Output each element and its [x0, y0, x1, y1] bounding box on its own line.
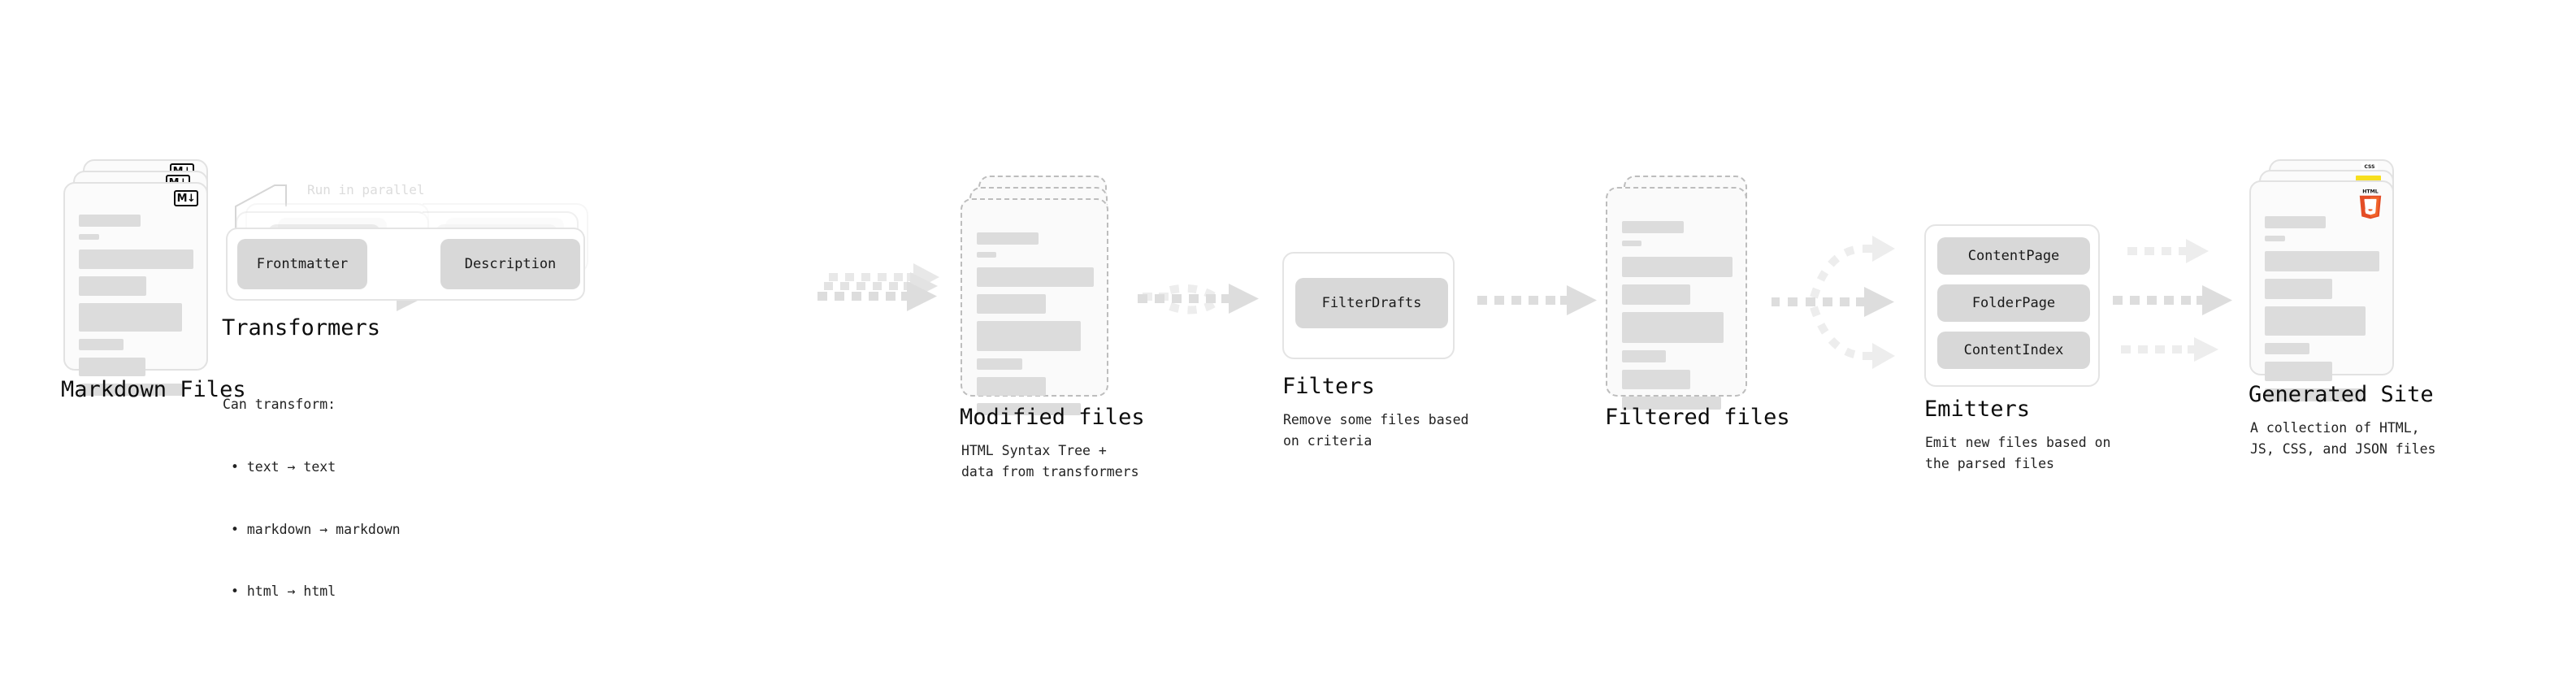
- emitters-pill-folderpage-label: FolderPage: [1971, 295, 2056, 311]
- transformers-subtitle-line: Can transform:: [223, 397, 336, 413]
- transformer-pill-frontmatter[interactable]: Frontmatter: [237, 239, 367, 289]
- transformers-bullet: • markdown → markdown: [231, 521, 401, 537]
- connector-modified-to-filters: [1138, 284, 1259, 314]
- generated-site-file-stack: CSS HTML: [2249, 159, 2420, 401]
- transformers-bullet: • text → text: [231, 458, 336, 475]
- stage-subtitle-transformers: Can transform: • text → text • markdown …: [223, 353, 401, 644]
- content-line: [79, 276, 147, 296]
- stage-subtitle-generated-site: A collection of HTML, JS, CSS, and JSON …: [2250, 420, 2436, 457]
- content-line: [79, 339, 124, 350]
- content-line: [977, 232, 1039, 245]
- content-line: [1622, 397, 1722, 410]
- content-line: [977, 252, 997, 258]
- content-line: [79, 303, 182, 332]
- content-line: [79, 249, 193, 269]
- content-line: [977, 294, 1046, 314]
- filtered-card-front: [1606, 187, 1747, 410]
- filters-pill-filterdrafts-label: FilterDrafts: [1321, 295, 1422, 311]
- stage-emitters: ContentPage FolderPage ContentIndex Emit…: [1924, 224, 2110, 471]
- run-in-parallel-bracket: [235, 184, 287, 234]
- content-line: [79, 215, 141, 227]
- card-content-lines: [977, 232, 1094, 423]
- connector-transformers-to-modified: [817, 263, 939, 311]
- stage-title-generated-site: Generated Site: [2249, 382, 2434, 407]
- stage-title-filtered-files: Filtered files: [1605, 405, 1790, 430]
- markdown-icon-label: M↓: [176, 192, 196, 205]
- transformer-pill-description-label: Description: [464, 256, 557, 272]
- content-line: [2265, 236, 2286, 241]
- emitters-pill-contentpage[interactable]: ContentPage: [1937, 237, 2090, 275]
- filters-pill-filterdrafts[interactable]: FilterDrafts: [1295, 278, 1448, 328]
- content-line: [79, 234, 100, 240]
- stage-filters: FilterDrafts Filters Remove some files b…: [1282, 252, 1468, 449]
- content-line: [2265, 306, 2366, 336]
- filtered-file-stack: [1606, 176, 1776, 410]
- content-line: [1622, 312, 1724, 343]
- markdown-icon: M↓: [174, 190, 198, 206]
- content-line: [977, 321, 1082, 351]
- stage-title-markdown-files: Markdown Files: [61, 377, 246, 402]
- emitters-pill-folderpage[interactable]: FolderPage: [1937, 284, 2090, 322]
- connector-filtered-to-emitters: [1772, 236, 1895, 369]
- stage-filtered-files: Filtered files: [1605, 176, 1790, 430]
- stage-subtitle-emitters: Emit new files based on the parsed files: [1925, 435, 2111, 471]
- stage-title-transformers: Transformers: [222, 315, 381, 340]
- content-line: [2265, 343, 2309, 354]
- markdown-card-front: M↓: [63, 182, 208, 396]
- content-line: [977, 358, 1023, 370]
- emitters-pill-contentpage-label: ContentPage: [1967, 248, 2060, 264]
- content-line: [1622, 257, 1733, 277]
- content-line: [2265, 362, 2333, 381]
- stage-generated-site: CSS HTML: [2249, 159, 2435, 457]
- transformer-pill-description[interactable]: Description: [440, 239, 580, 289]
- content-line: [2265, 388, 2366, 401]
- card-content-lines: [1622, 221, 1733, 417]
- content-line: [1622, 370, 1691, 389]
- transformer-pill-frontmatter-label: Frontmatter: [256, 256, 349, 272]
- content-line: [79, 384, 182, 396]
- emitters-box: ContentPage FolderPage ContentIndex: [1924, 224, 2100, 387]
- content-line: [1622, 241, 1642, 246]
- content-line: [2265, 279, 2333, 299]
- stage-modified-files: Modified files HTML Syntax Tree + data f…: [960, 176, 1145, 479]
- card-content-lines: [2265, 216, 2379, 409]
- card-content-lines: [79, 215, 193, 403]
- content-line: [79, 358, 145, 376]
- stage-title-emitters: Emitters: [1924, 397, 2031, 422]
- run-in-parallel-label: Run in parallel: [307, 182, 425, 197]
- stage-title-modified-files: Modified files: [960, 405, 1145, 430]
- connector-filters-to-filtered: [1477, 285, 1597, 315]
- content-line: [977, 377, 1046, 396]
- emitters-pill-contentindex-label: ContentIndex: [1963, 342, 2064, 358]
- transformers-bullet: • html → html: [231, 583, 336, 600]
- content-line: [2265, 251, 2379, 271]
- stage-subtitle-modified-files: HTML Syntax Tree + data from transformer…: [961, 443, 1139, 479]
- stage-title-filters: Filters: [1282, 374, 1375, 399]
- markdown-file-stack: M↓ M↓ M↓: [63, 159, 226, 396]
- content-line: [1622, 284, 1691, 305]
- filters-box: FilterDrafts: [1282, 252, 1455, 359]
- modified-file-stack: [961, 176, 1131, 415]
- svg-text:HTML: HTML: [2362, 189, 2379, 194]
- content-line: [1622, 221, 1685, 233]
- content-line: [977, 403, 1082, 415]
- content-line: [2265, 216, 2326, 228]
- modified-card-front: [961, 198, 1108, 415]
- stage-subtitle-filters: Remove some files based on criteria: [1283, 412, 1469, 449]
- stage-markdown-files: M↓ M↓ M↓: [61, 159, 246, 402]
- content-line: [1622, 350, 1667, 362]
- svg-text:CSS: CSS: [2365, 164, 2375, 170]
- site-card-front: HTML: [2249, 180, 2394, 401]
- content-line: [977, 267, 1094, 287]
- connector-emitters-to-site: [2113, 239, 2232, 362]
- html5-icon: HTML: [2359, 189, 2382, 219]
- emitters-pill-contentindex[interactable]: ContentIndex: [1937, 332, 2090, 369]
